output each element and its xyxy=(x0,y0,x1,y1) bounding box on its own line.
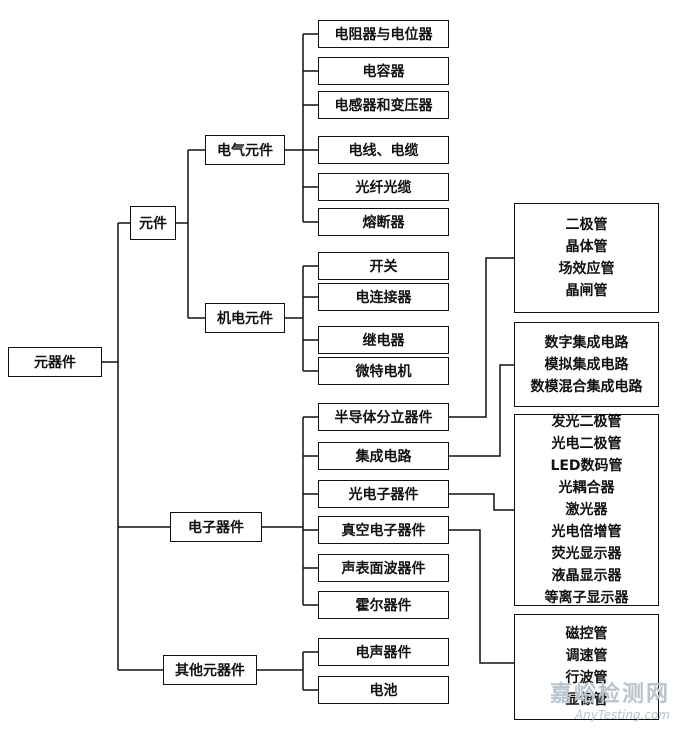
optoelectronic-list-item: 发光二极管 xyxy=(551,414,622,430)
electrical-item: 电容器 xyxy=(318,57,449,85)
electronic-item: 真空电子器件 xyxy=(318,516,449,544)
electrical-components-node: 电气元件 xyxy=(205,135,285,165)
root-node: 元器件 xyxy=(8,347,102,377)
ic-list-item: 数模混合集成电路 xyxy=(530,378,643,395)
optoelectronic-list-item: 激光器 xyxy=(565,502,608,518)
other-devices-node: 其他元器件 xyxy=(163,655,257,685)
semiconductor-list-item: 晶闸管 xyxy=(565,283,608,299)
electrical-item: 电阻器与电位器 xyxy=(318,20,449,48)
optoelectronic-list-item: 光耦合器 xyxy=(558,480,615,496)
electrical-item: 熔断器 xyxy=(318,208,449,236)
electronic-item: 集成电路 xyxy=(318,442,449,470)
electromechanical-item: 开关 xyxy=(318,252,449,280)
components-node: 元件 xyxy=(130,206,176,240)
vacuum-list-item: 行波管 xyxy=(565,670,608,686)
vacuum-list-item: 磁控管 xyxy=(565,626,608,642)
electromechanical-item: 微特电机 xyxy=(318,357,449,385)
optoelectronic-list-item: 光电二极管 xyxy=(551,436,622,452)
electrical-item: 电感器和变压器 xyxy=(318,91,449,119)
semiconductor-list-item: 晶体管 xyxy=(565,239,608,255)
ic-list-box: 数字集成电路 模拟集成电路 数模混合集成电路 xyxy=(514,322,659,407)
semiconductor-list-item: 场效应管 xyxy=(558,261,615,277)
electronic-item: 半导体分立器件 xyxy=(318,403,449,431)
other-item: 电池 xyxy=(318,676,449,704)
ic-list-item: 数字集成电路 xyxy=(544,334,629,351)
optoelectronic-list-item: 荧光显示器 xyxy=(551,546,622,562)
electromechanical-item: 继电器 xyxy=(318,326,449,354)
optoelectronic-list-item: 等离子显示器 xyxy=(544,590,629,606)
other-item: 电声器件 xyxy=(318,638,449,666)
electrical-item: 电线、电缆 xyxy=(318,136,449,164)
electromechanical-item: 电连接器 xyxy=(318,283,449,311)
vacuum-list-item: 调速管 xyxy=(565,648,608,664)
vacuum-list-box: 磁控管 调速管 行波管 显像管 xyxy=(514,614,659,720)
optoelectronic-list-box: 发光二极管 光电二极管 LED数码管 光耦合器 激光器 光电倍增管 荧光显示器 … xyxy=(514,414,659,606)
ic-list-item: 模拟集成电路 xyxy=(544,356,629,373)
electronic-item: 光电子器件 xyxy=(318,480,449,508)
optoelectronic-list-item: LED数码管 xyxy=(550,458,623,474)
electronic-item: 霍尔器件 xyxy=(318,591,449,619)
vacuum-list-item: 显像管 xyxy=(565,692,608,708)
optoelectronic-list-item: 液晶显示器 xyxy=(551,568,622,584)
electrical-item: 光纤光缆 xyxy=(318,173,449,201)
electronic-item: 声表面波器件 xyxy=(318,554,449,582)
semiconductor-list-box: 二极管 晶体管 场效应管 晶闸管 xyxy=(514,203,659,313)
optoelectronic-list-item: 光电倍增管 xyxy=(551,524,622,540)
semiconductor-list-item: 二极管 xyxy=(565,217,608,233)
electromechanical-components-node: 机电元件 xyxy=(205,303,285,333)
electronic-devices-node: 电子器件 xyxy=(170,512,262,542)
